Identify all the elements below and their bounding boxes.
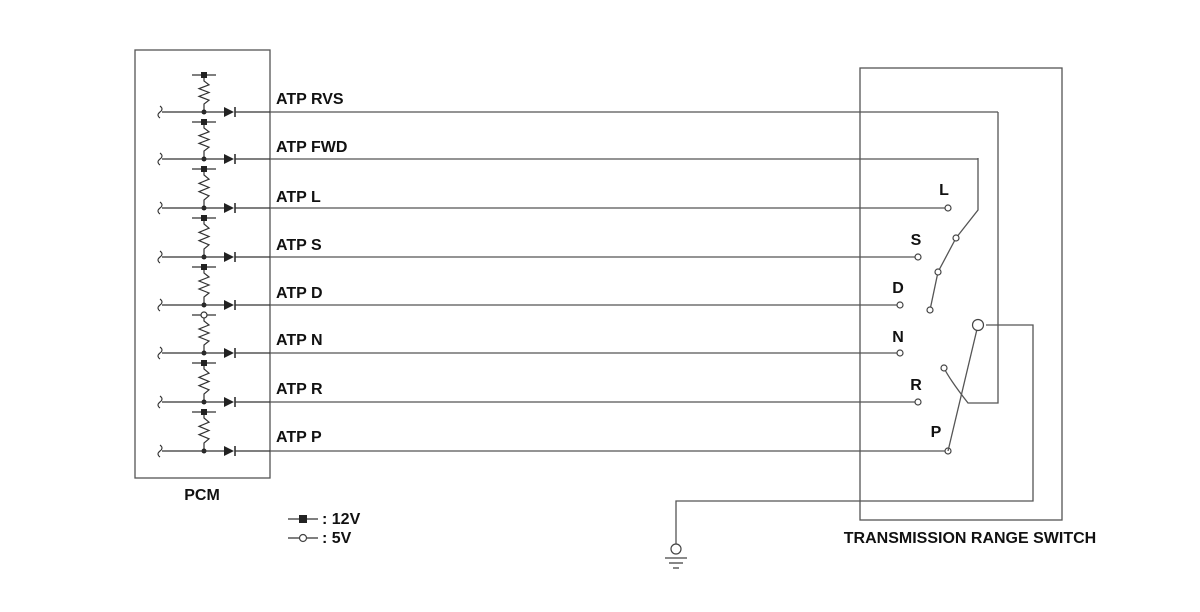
- position-label-d: D: [892, 280, 904, 297]
- pcm-circuit-atp-s: [157, 215, 270, 264]
- position-label-n: N: [892, 329, 904, 346]
- position-label-r: R: [910, 377, 922, 394]
- switch-internal-wiring: [675, 112, 1034, 545]
- legend-12v: : 12V: [288, 511, 361, 528]
- signal-label-atp-l: ATP L: [276, 189, 321, 206]
- signal-label-atp-d: ATP D: [276, 285, 323, 302]
- filled-square-icon: [299, 515, 307, 523]
- signal-label-atp-n: ATP N: [276, 332, 323, 349]
- switch-terminal-atp-r: [914, 398, 922, 406]
- legend: : 12V : 5V: [288, 511, 361, 547]
- position-label-p: P: [931, 424, 942, 441]
- pcm-circuit-atp-l: [157, 166, 270, 215]
- legend-5v: : 5V: [288, 530, 352, 547]
- pcm-circuit-atp-n: [157, 311, 270, 360]
- ground-icon: [665, 543, 687, 569]
- signal-label-atp-rvs: ATP RVS: [276, 91, 344, 108]
- pcm-circuit-atp-d: [157, 264, 270, 312]
- signal-label-atp-r: ATP R: [276, 381, 323, 398]
- signal-label-atp-p: ATP P: [276, 429, 322, 446]
- legend-12v-label: : 12V: [322, 511, 361, 528]
- pcm-label: PCM: [184, 487, 220, 504]
- signal-lines: [270, 111, 998, 455]
- pcm-circuit-atp-rvs: [157, 72, 270, 119]
- pcm-box: [134, 49, 271, 479]
- switch-terminal-atp-n: [896, 349, 904, 357]
- pcm-internal-circuits: [157, 72, 270, 458]
- signal-label-atp-s: ATP S: [276, 237, 322, 254]
- position-label-s: S: [911, 232, 922, 249]
- switch-terminal-atp-l: [944, 204, 952, 212]
- legend-5v-label: : 5V: [322, 530, 352, 547]
- signal-label-atp-fwd: ATP FWD: [276, 139, 347, 156]
- switch-terminal-atp-d: [896, 301, 904, 309]
- switch-terminal-atp-s: [914, 253, 922, 261]
- position-label-l: L: [939, 182, 949, 199]
- pcm-circuit-atp-p: [157, 409, 270, 458]
- switch-label: TRANSMISSION RANGE SWITCH: [844, 530, 1096, 547]
- pcm-circuit-atp-fwd: [157, 119, 270, 166]
- open-circle-icon: [298, 533, 308, 543]
- pcm-circuit-atp-r: [157, 360, 270, 409]
- switch-box: [859, 67, 1063, 521]
